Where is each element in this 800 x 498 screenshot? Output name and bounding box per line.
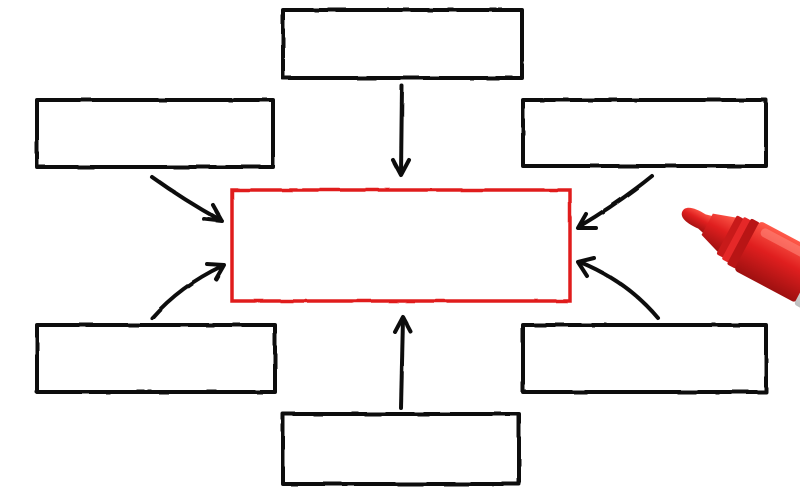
box-lower-left: [35, 323, 277, 394]
box-upper-right: [521, 98, 768, 168]
red-marker-pen-icon: [681, 207, 800, 332]
arrow-lower-right-to-center: [576, 256, 660, 320]
box-bottom: [281, 412, 521, 486]
box-top: [281, 8, 524, 80]
arrow-top-to-center: [391, 84, 411, 177]
arrow-lower-left-to-center: [150, 262, 226, 320]
arrow-bottom-to-center: [393, 315, 413, 410]
center-box: [230, 188, 572, 303]
arrow-upper-left-to-center: [150, 175, 224, 223]
arrow-upper-right-to-center: [576, 174, 654, 230]
box-upper-left: [35, 98, 275, 169]
box-lower-right: [521, 323, 768, 394]
